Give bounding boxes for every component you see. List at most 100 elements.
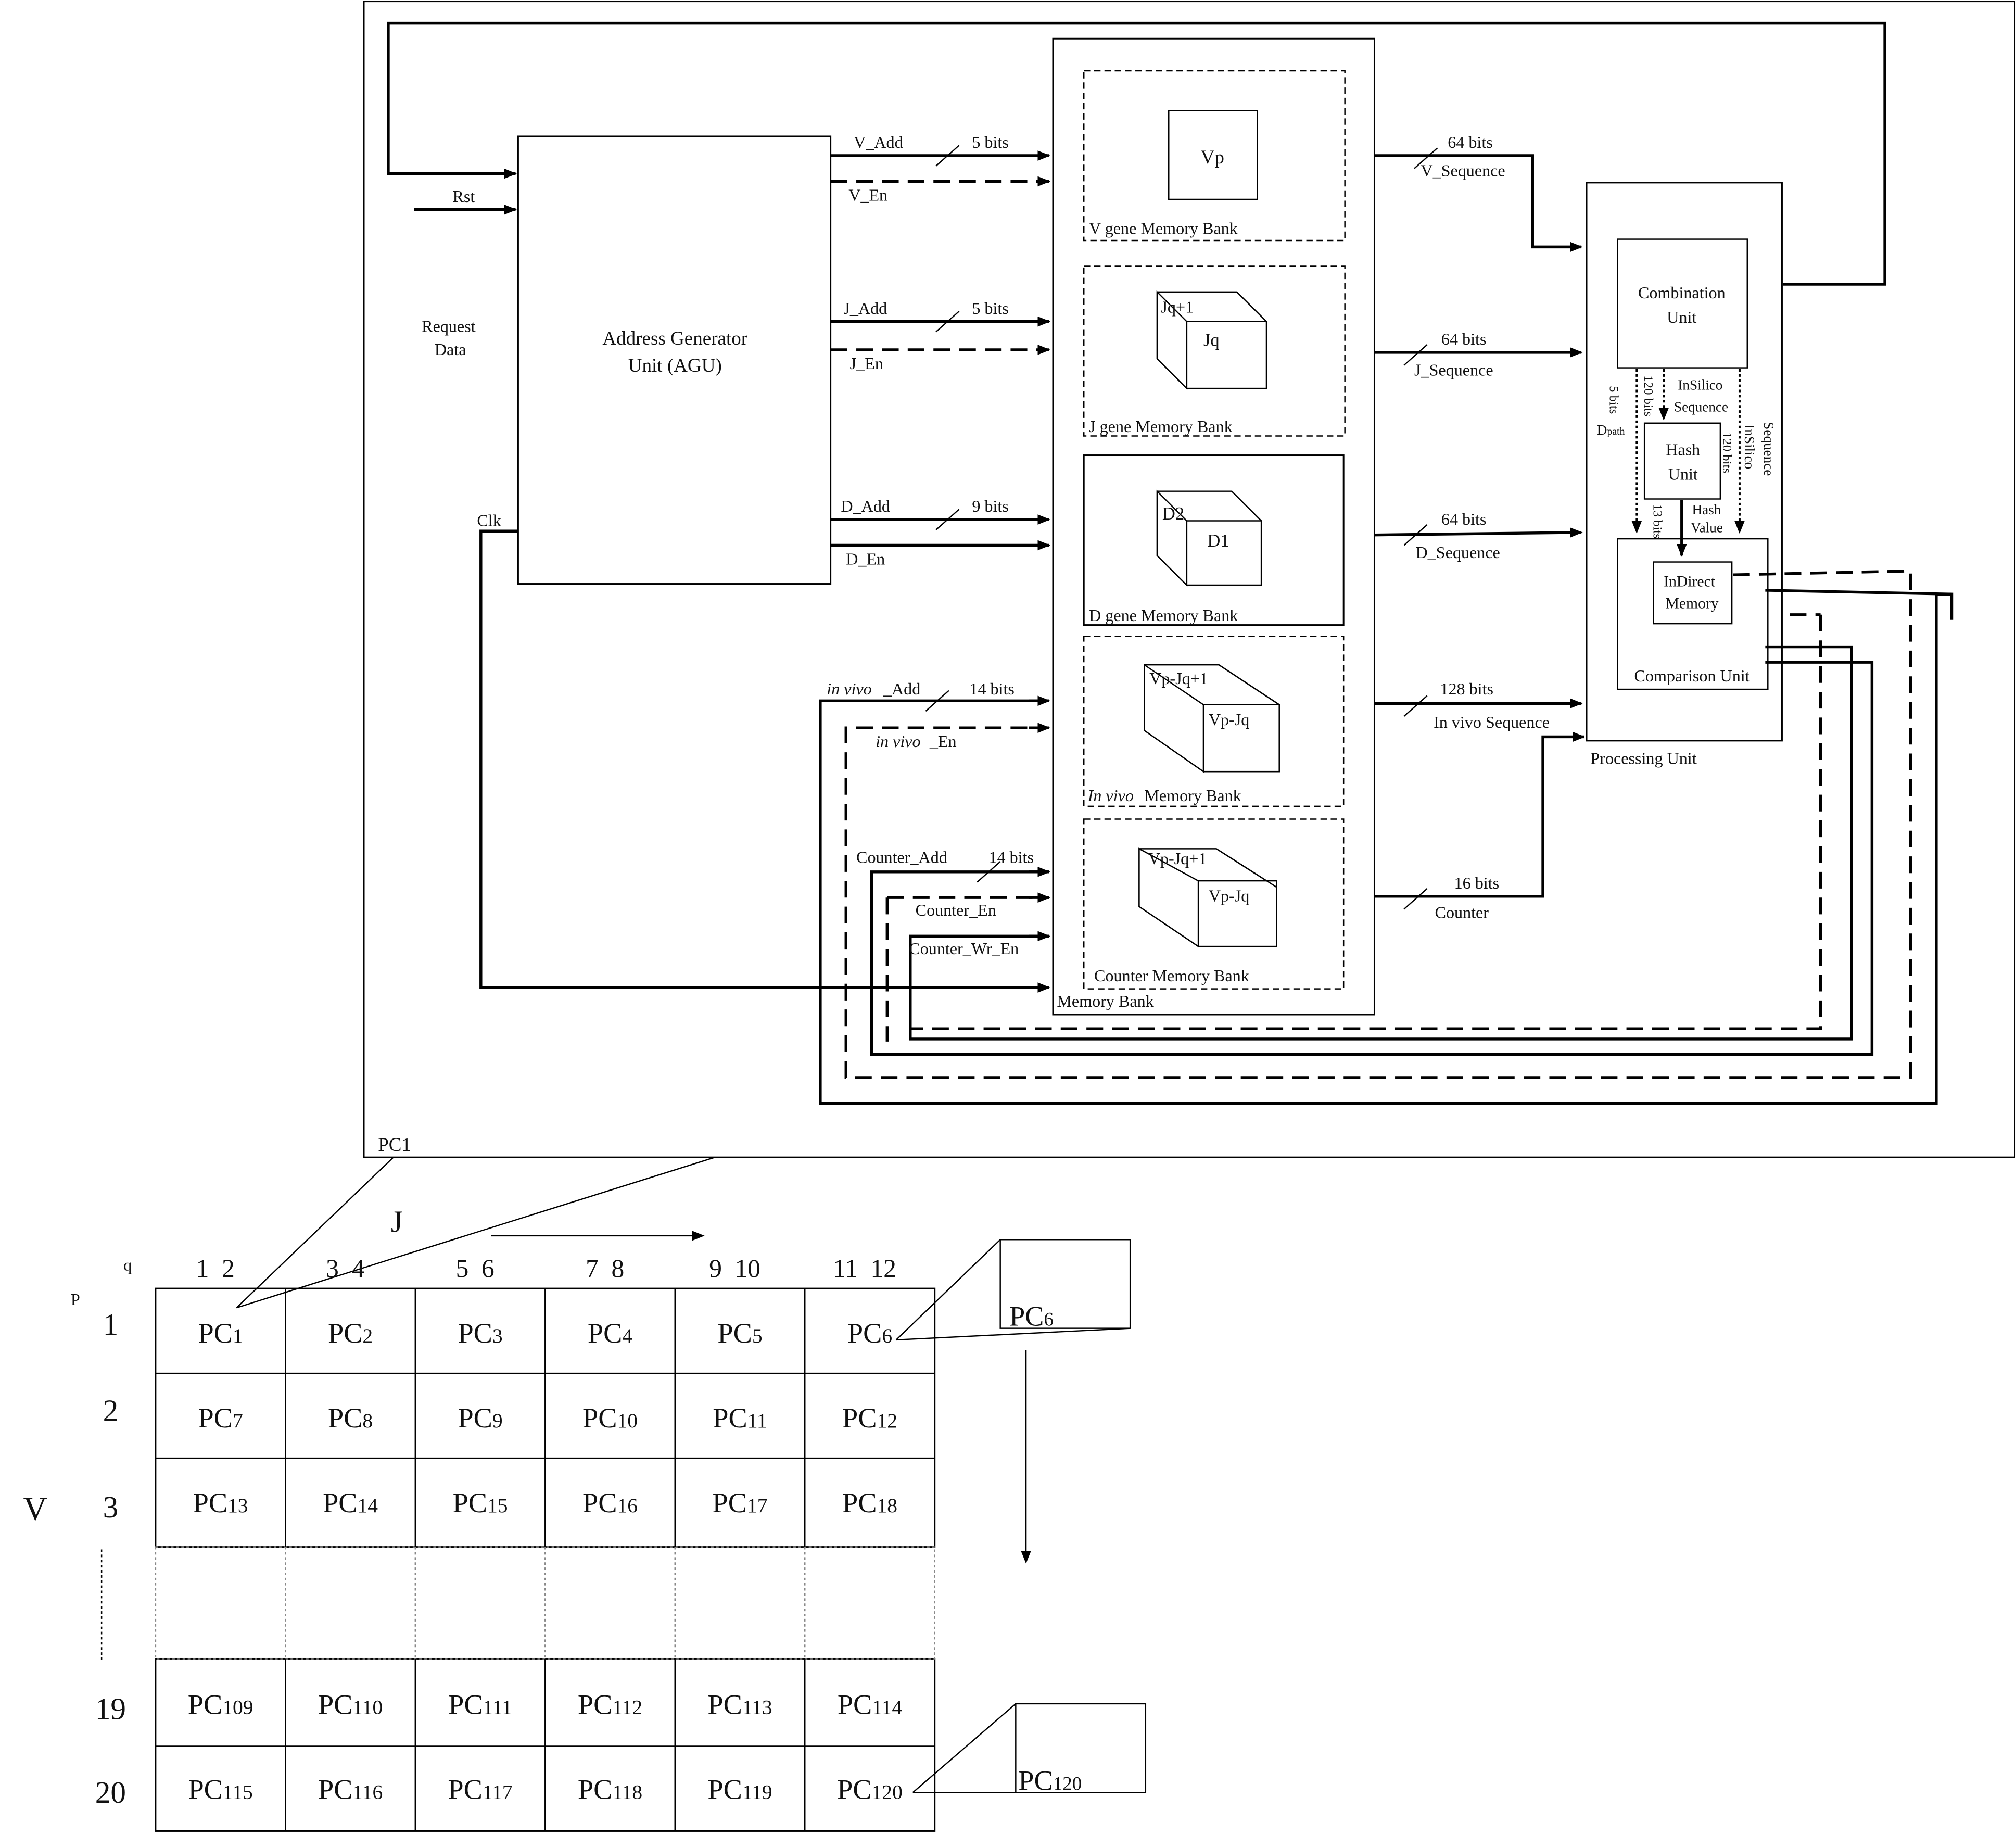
invivo-seq-label: In vivo Sequence bbox=[1434, 713, 1550, 731]
d-add-label: D_Add bbox=[841, 497, 890, 515]
grid-cell-label: PC3 bbox=[458, 1318, 502, 1349]
jq1-label: Jq+1 bbox=[1161, 297, 1194, 316]
grid-cell-label: PC113 bbox=[707, 1689, 772, 1720]
j-out-bits: 64 bits bbox=[1441, 330, 1487, 348]
indirect-label-2: Memory bbox=[1666, 595, 1719, 612]
d1-label: D1 bbox=[1207, 531, 1229, 551]
d-en-label: D_En bbox=[846, 549, 885, 568]
hash-unit-box bbox=[1643, 422, 1721, 500]
j-add-label: J_Add bbox=[843, 299, 887, 318]
v-gene-bank bbox=[1083, 70, 1346, 242]
bits120-a-label: 120 bits bbox=[1641, 375, 1655, 416]
pc1-detail-panel bbox=[363, 1, 2016, 1158]
agu-label-1: Address Generator bbox=[602, 328, 747, 349]
invivo-bank-label-suffix: Memory Bank bbox=[1144, 786, 1241, 805]
hash-value-label-1: Hash bbox=[1692, 502, 1721, 517]
processing-unit-box bbox=[1586, 182, 1783, 742]
dpath-label: D bbox=[1597, 422, 1607, 438]
v-bank-label: V gene Memory Bank bbox=[1089, 219, 1238, 238]
insilico-label-1: InSilico bbox=[1678, 377, 1722, 393]
axis-j-label: J bbox=[391, 1204, 403, 1238]
grid-column-label: 3 4 bbox=[326, 1254, 364, 1283]
grid-row-label: 20 bbox=[95, 1775, 126, 1809]
j-seq-label: J_Sequence bbox=[1414, 360, 1493, 379]
d2-label: D2 bbox=[1162, 504, 1184, 524]
grid-cell-label: PC17 bbox=[713, 1487, 768, 1518]
grid-cell-label: PC9 bbox=[458, 1402, 502, 1434]
grid-column-label: 11 12 bbox=[833, 1254, 896, 1283]
grid-cell-label: PC16 bbox=[582, 1487, 638, 1518]
d-stack-icon bbox=[1156, 489, 1262, 587]
counter-en-label: Counter_En bbox=[916, 901, 996, 919]
grid-column-lines bbox=[285, 1288, 806, 1831]
indirect-memory-box bbox=[1653, 561, 1733, 625]
d-add-bits: 9 bits bbox=[972, 497, 1008, 515]
processing-unit-label: Processing Unit bbox=[1590, 749, 1696, 767]
v-seq-label: V_Sequence bbox=[1421, 161, 1505, 180]
pc6-callout-line-1 bbox=[895, 1239, 1001, 1340]
grid-cell-label: PC2 bbox=[328, 1318, 373, 1349]
p-label: P bbox=[71, 1290, 80, 1309]
grid-cell-label: PC116 bbox=[318, 1774, 383, 1805]
v-en-label: V_En bbox=[848, 185, 887, 204]
counter-bank-label: Counter Memory Bank bbox=[1094, 966, 1250, 985]
invivo-back-label: Vp-Jq+1 bbox=[1149, 669, 1208, 688]
combination-label-1: Combination bbox=[1638, 283, 1726, 302]
invivo-add-em: in vivo bbox=[827, 679, 871, 698]
clk-line bbox=[479, 529, 1051, 993]
bus-slashes bbox=[1403, 147, 1438, 910]
counter-wr-en-label: Counter_Wr_En bbox=[909, 939, 1019, 958]
grid-cell-label: PC4 bbox=[588, 1318, 632, 1349]
zoom-line-left bbox=[236, 1157, 394, 1309]
counter-back-label: Vp-Jq+1 bbox=[1148, 849, 1207, 868]
grid-cell-label: PC12 bbox=[842, 1402, 897, 1434]
invivo-add-suffix: _Add bbox=[883, 679, 920, 698]
indirect-label-1: InDirect bbox=[1664, 573, 1715, 590]
grid-cell-label: PC120 bbox=[837, 1774, 903, 1805]
feedback-signal-lines bbox=[819, 570, 1954, 1105]
grid-cell-label: PC118 bbox=[578, 1774, 642, 1805]
combination-label-2: Unit bbox=[1667, 308, 1696, 326]
j-stack-icon bbox=[1156, 290, 1267, 390]
v-add-bits: 5 bits bbox=[972, 133, 1008, 151]
invivo-stack-icon bbox=[1144, 663, 1280, 773]
counter-add-label: Counter_Add bbox=[856, 848, 947, 867]
grid-column-label: 5 6 bbox=[456, 1254, 495, 1283]
counter-out-label: Counter bbox=[1435, 903, 1489, 922]
grid-cell-label: PC7 bbox=[198, 1402, 243, 1434]
agu-label-2: Unit (AGU) bbox=[628, 355, 722, 376]
grid-cell-label: PC13 bbox=[193, 1487, 248, 1518]
invivo-front-label: Vp-Jq bbox=[1209, 710, 1250, 729]
invivo-en-em: in vivo bbox=[876, 732, 920, 751]
jq-label: Jq bbox=[1203, 331, 1220, 350]
agu-signal-lines bbox=[830, 145, 1051, 551]
grid-cell-label: PC110 bbox=[318, 1689, 383, 1720]
memory-bank-label: Memory Bank bbox=[1057, 992, 1154, 1010]
invivo-add-bits: 14 bits bbox=[969, 679, 1015, 698]
counter-bank bbox=[1083, 818, 1345, 990]
invivo-out-bits: 128 bits bbox=[1440, 679, 1493, 698]
grid-cell-label: PC109 bbox=[188, 1689, 253, 1720]
pc6-callout-label: PC6 bbox=[1009, 1301, 1054, 1332]
grid-row-label: 3 bbox=[103, 1490, 119, 1524]
comparison-unit-box bbox=[1617, 538, 1769, 690]
hash-value-label-2: Value bbox=[1691, 520, 1723, 536]
axis-v-label: V bbox=[23, 1490, 47, 1527]
invivo-bank-label-em: In vivo bbox=[1087, 786, 1134, 805]
grid-cell-label: PC117 bbox=[448, 1774, 512, 1805]
d-bank-label: D gene Memory Bank bbox=[1089, 606, 1238, 625]
d-gene-bank bbox=[1083, 454, 1345, 626]
request-label-1: Request bbox=[422, 317, 476, 335]
memory-output-lines bbox=[1374, 154, 1586, 898]
grid-cell-label: PC6 bbox=[847, 1318, 892, 1349]
feedback-loop-line bbox=[387, 21, 1886, 286]
request-label-2: Data bbox=[435, 340, 466, 359]
vp-box bbox=[1168, 110, 1258, 200]
grid-cell-label: PC8 bbox=[328, 1402, 373, 1434]
grid-cell-label: PC10 bbox=[582, 1402, 638, 1434]
grid-row-label: 19 bbox=[95, 1692, 126, 1726]
dpath-sub: path bbox=[1607, 426, 1625, 437]
